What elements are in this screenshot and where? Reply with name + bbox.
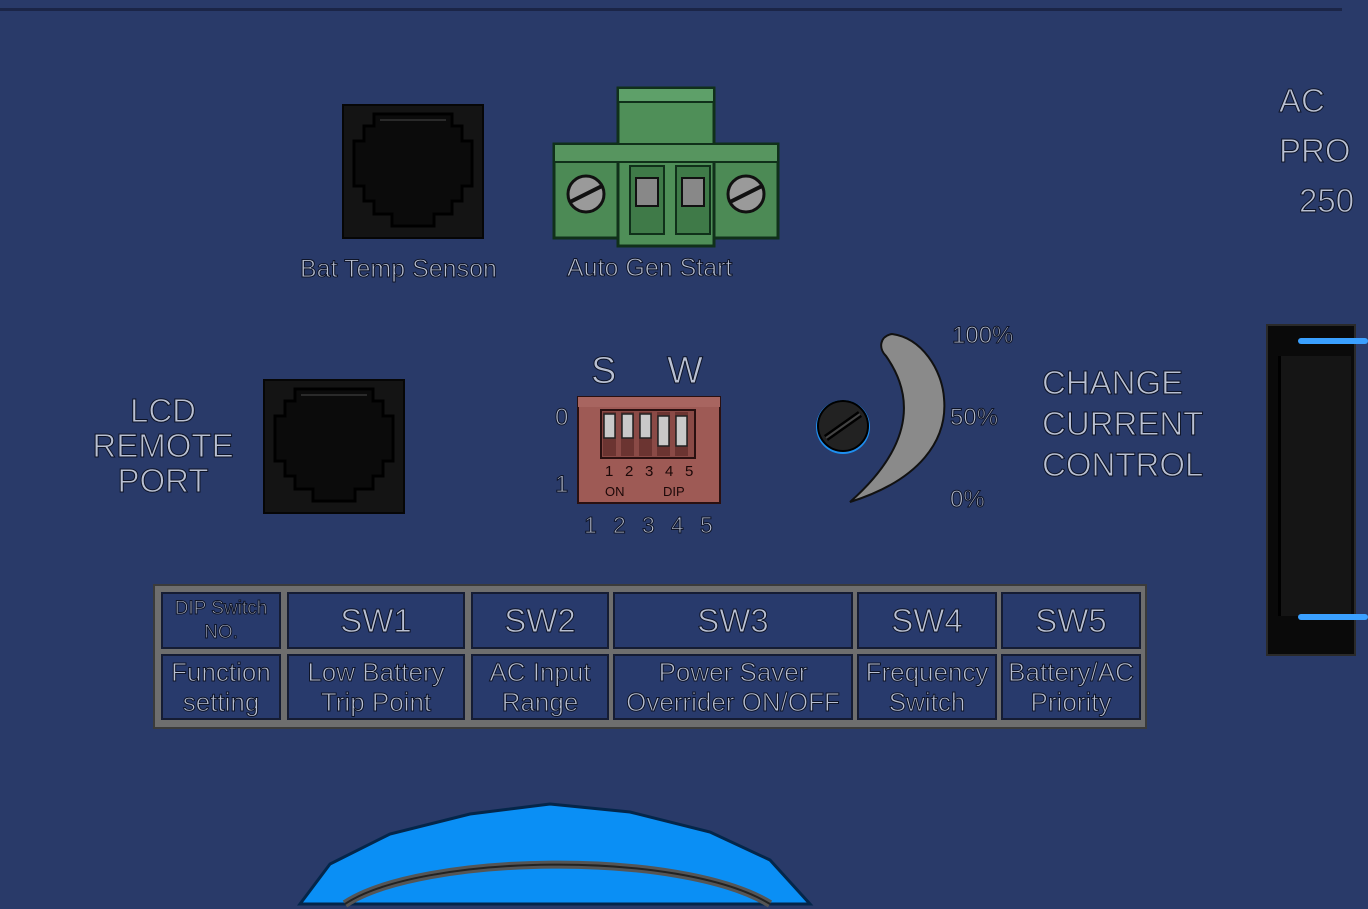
dip-lever-5[interactable] [675, 415, 688, 447]
table-header-sw4: SW4 [857, 592, 997, 649]
dip-letter-s: S [590, 350, 617, 393]
bat-temp-sensor-label: Bat Temp Senson [300, 255, 498, 284]
ac-label-line-2: PRO [1278, 132, 1351, 170]
table-header-sw1: SW1 [287, 592, 465, 649]
dip-letter-w: W [667, 350, 704, 393]
dip-function-table: DIP Switch NO. SW1 SW2 SW3 SW4 SW5 Funct… [153, 584, 1147, 729]
main-knob-graphic [297, 802, 814, 908]
terminal-block-icon [552, 86, 780, 248]
table-header-dip-switch-no: DIP Switch NO. [161, 592, 281, 649]
dip-body-on-label: ON [605, 484, 625, 499]
table-function-setting-label: Function setting [161, 654, 281, 720]
scale-100-percent: 100% [951, 322, 1014, 350]
table-header-sw5: SW5 [1001, 592, 1141, 649]
dip-lever-3[interactable] [639, 413, 652, 439]
rocker-body [1278, 356, 1351, 616]
ccc-line-2: CURRENT [1041, 405, 1204, 443]
rj-socket-icon [273, 387, 395, 503]
table-function-sw3: Power Saver Overrider ON/OFF [613, 654, 853, 720]
current-control-knob[interactable] [814, 398, 872, 456]
dip-number-5: 5 [700, 512, 714, 539]
lcd-remote-port-label: LCD REMOTE PORT [80, 392, 246, 499]
bat-temp-sensor-port[interactable] [342, 104, 484, 239]
table-function-sw4: Frequency Switch [857, 654, 997, 720]
main-knob[interactable] [297, 802, 814, 908]
lcd-label-line-3: PORT [117, 462, 209, 499]
table-header-sw3: SW3 [613, 592, 853, 649]
rocker-glow-top [1298, 338, 1368, 344]
ac-label-line-1: AC [1278, 82, 1325, 120]
ccc-line-1: CHANGE [1041, 364, 1184, 402]
lcd-label-line-2: REMOTE [92, 427, 234, 464]
lcd-remote-port[interactable] [263, 379, 405, 514]
auto-gen-start-label: Auto Gen Start [566, 254, 733, 283]
ccc-line-3: CONTROL [1041, 446, 1204, 484]
ac-protector-label: AC PRO 250 [1278, 76, 1355, 226]
panel-top-edge [0, 8, 1342, 11]
lcd-label-line-1: LCD [129, 392, 197, 429]
current-control-dial [810, 330, 960, 510]
dip-lever-4[interactable] [657, 415, 670, 447]
dip-number-2: 2 [613, 512, 627, 539]
table-function-sw2: AC Input Range [471, 654, 609, 720]
rocker-glow-bottom [1298, 614, 1368, 620]
change-current-control-label: CHANGE CURRENT CONTROL [1041, 362, 1204, 485]
dip-state-0: 0 [554, 404, 569, 432]
knob-screw-icon [816, 400, 870, 454]
dip-number-1: 1 [584, 512, 598, 539]
table-header-sw2: SW2 [471, 592, 609, 649]
power-rocker-switch[interactable] [1266, 324, 1368, 656]
rj-socket-icon [352, 112, 474, 228]
scale-0-percent: 0% [950, 486, 986, 514]
table-function-sw5: Battery/AC Priority [1001, 654, 1141, 720]
ac-label-line-3: 250 [1298, 182, 1355, 220]
auto-gen-start-terminal[interactable] [552, 86, 780, 248]
dip-number-4: 4 [671, 512, 685, 539]
scale-50-percent: 50% [949, 404, 999, 432]
table-function-sw1: Low Battery Trip Point [287, 654, 465, 720]
dip-body-dip-label: DIP [663, 484, 685, 499]
dip-state-1: 1 [554, 471, 569, 499]
dip-lever-1[interactable] [603, 413, 616, 439]
current-control-scale-graphic [849, 332, 946, 503]
dip-lever-2[interactable] [621, 413, 634, 439]
dip-number-3: 3 [642, 512, 656, 539]
